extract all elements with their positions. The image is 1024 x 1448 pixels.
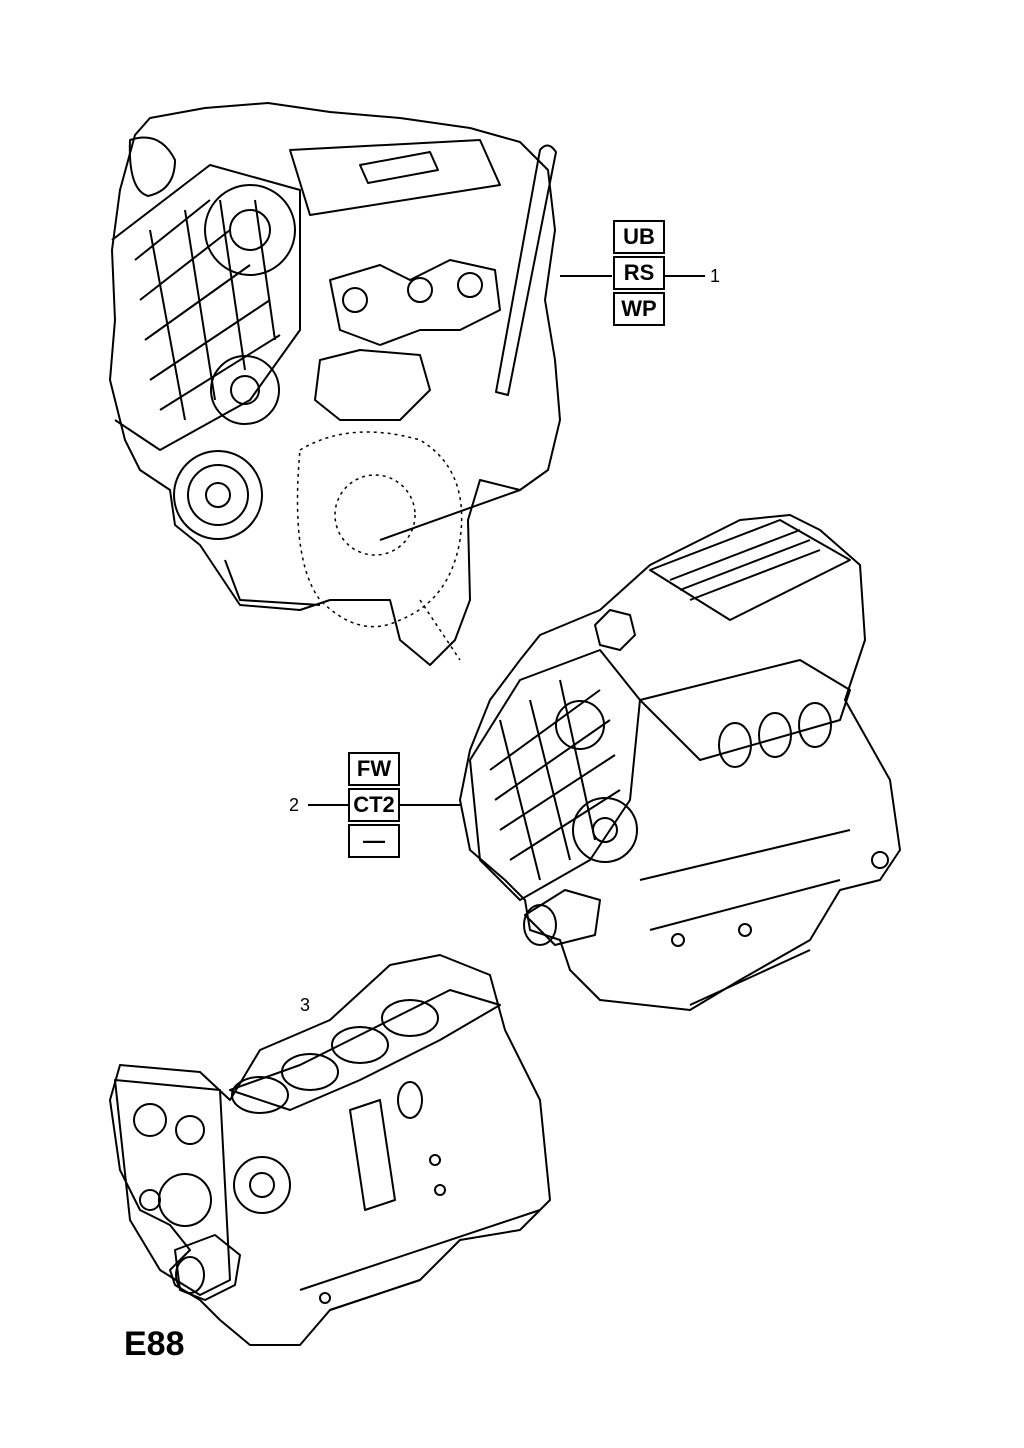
callout-2: 2	[289, 795, 300, 815]
item-1-code-rs: RS	[613, 256, 665, 290]
page-code: E88	[124, 1325, 185, 1363]
item-2-code-fw: FW	[348, 752, 400, 786]
engine-assembly-2	[459, 514, 901, 1011]
callout-1: 1	[710, 266, 721, 286]
item-1-code-wp: WP	[613, 292, 665, 326]
item-1-code-ub: UB	[613, 220, 665, 254]
short-block-3	[109, 954, 551, 1346]
engine-alternator-ghost	[296, 431, 463, 661]
item-2-code-ct2: CT2	[348, 788, 400, 822]
engine-assembly-1	[109, 102, 561, 666]
item-2-code-none: —	[348, 824, 400, 858]
callout-3: 3	[300, 995, 311, 1015]
